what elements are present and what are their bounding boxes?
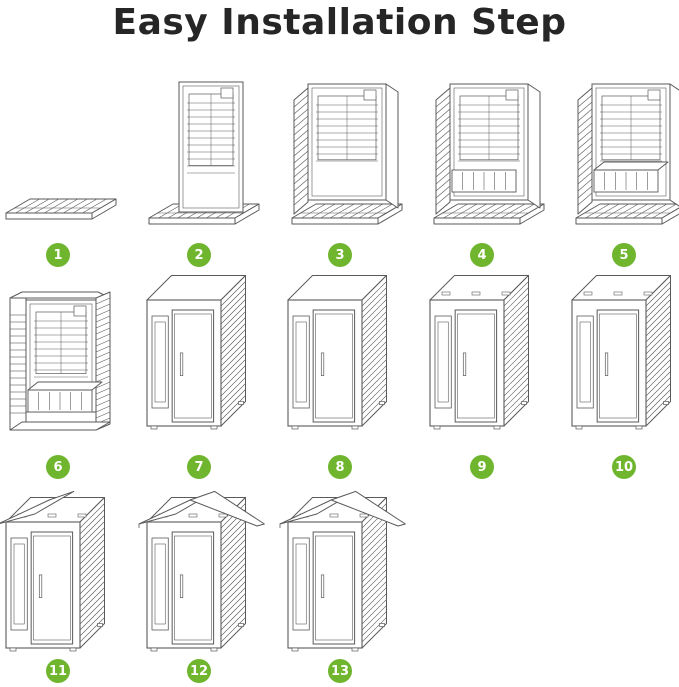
- step-10-number: 10: [615, 460, 633, 475]
- step-1-badge: 1: [46, 243, 70, 267]
- step-11-number: 11: [49, 664, 67, 679]
- step-2-number: 2: [194, 248, 203, 263]
- step-13-illustration: [279, 490, 406, 652]
- step-4-illustration: [433, 83, 545, 225]
- step-1-number: 1: [53, 248, 62, 263]
- step-3-badge: 3: [328, 243, 352, 267]
- step-5-badge: 5: [612, 243, 636, 267]
- step-12-badge: 12: [187, 659, 211, 683]
- step-11-illustration: [0, 490, 105, 652]
- step-8-illustration: [287, 275, 387, 430]
- step-2-badge: 2: [187, 243, 211, 267]
- step-3-illustration: [291, 83, 403, 225]
- step-13-number: 13: [331, 664, 349, 679]
- step-5-number: 5: [619, 248, 628, 263]
- step-3-number: 3: [335, 248, 344, 263]
- step-7-illustration: [146, 275, 246, 430]
- step-4-number: 4: [477, 248, 486, 263]
- step-13-badge: 13: [328, 659, 352, 683]
- step-6-badge: 6: [46, 455, 70, 479]
- step-10-badge: 10: [612, 455, 636, 479]
- step-6-illustration: [9, 291, 111, 431]
- step-8-badge: 8: [328, 455, 352, 479]
- step-6-number: 6: [53, 460, 62, 475]
- step-12-number: 12: [190, 664, 208, 679]
- step-7-number: 7: [194, 460, 203, 475]
- step-10-illustration: [571, 275, 671, 430]
- step-8-number: 8: [335, 460, 344, 475]
- step-2-illustration: [148, 81, 260, 225]
- step-12-illustration: [138, 490, 265, 652]
- step-5-illustration: [575, 83, 679, 225]
- step-1-illustration: [5, 198, 117, 220]
- step-9-badge: 9: [470, 455, 494, 479]
- page-title: Easy Installation Step: [112, 2, 567, 43]
- step-4-badge: 4: [470, 243, 494, 267]
- step-9-number: 9: [477, 460, 486, 475]
- step-9-illustration: [429, 275, 529, 430]
- step-7-badge: 7: [187, 455, 211, 479]
- step-11-badge: 11: [46, 659, 70, 683]
